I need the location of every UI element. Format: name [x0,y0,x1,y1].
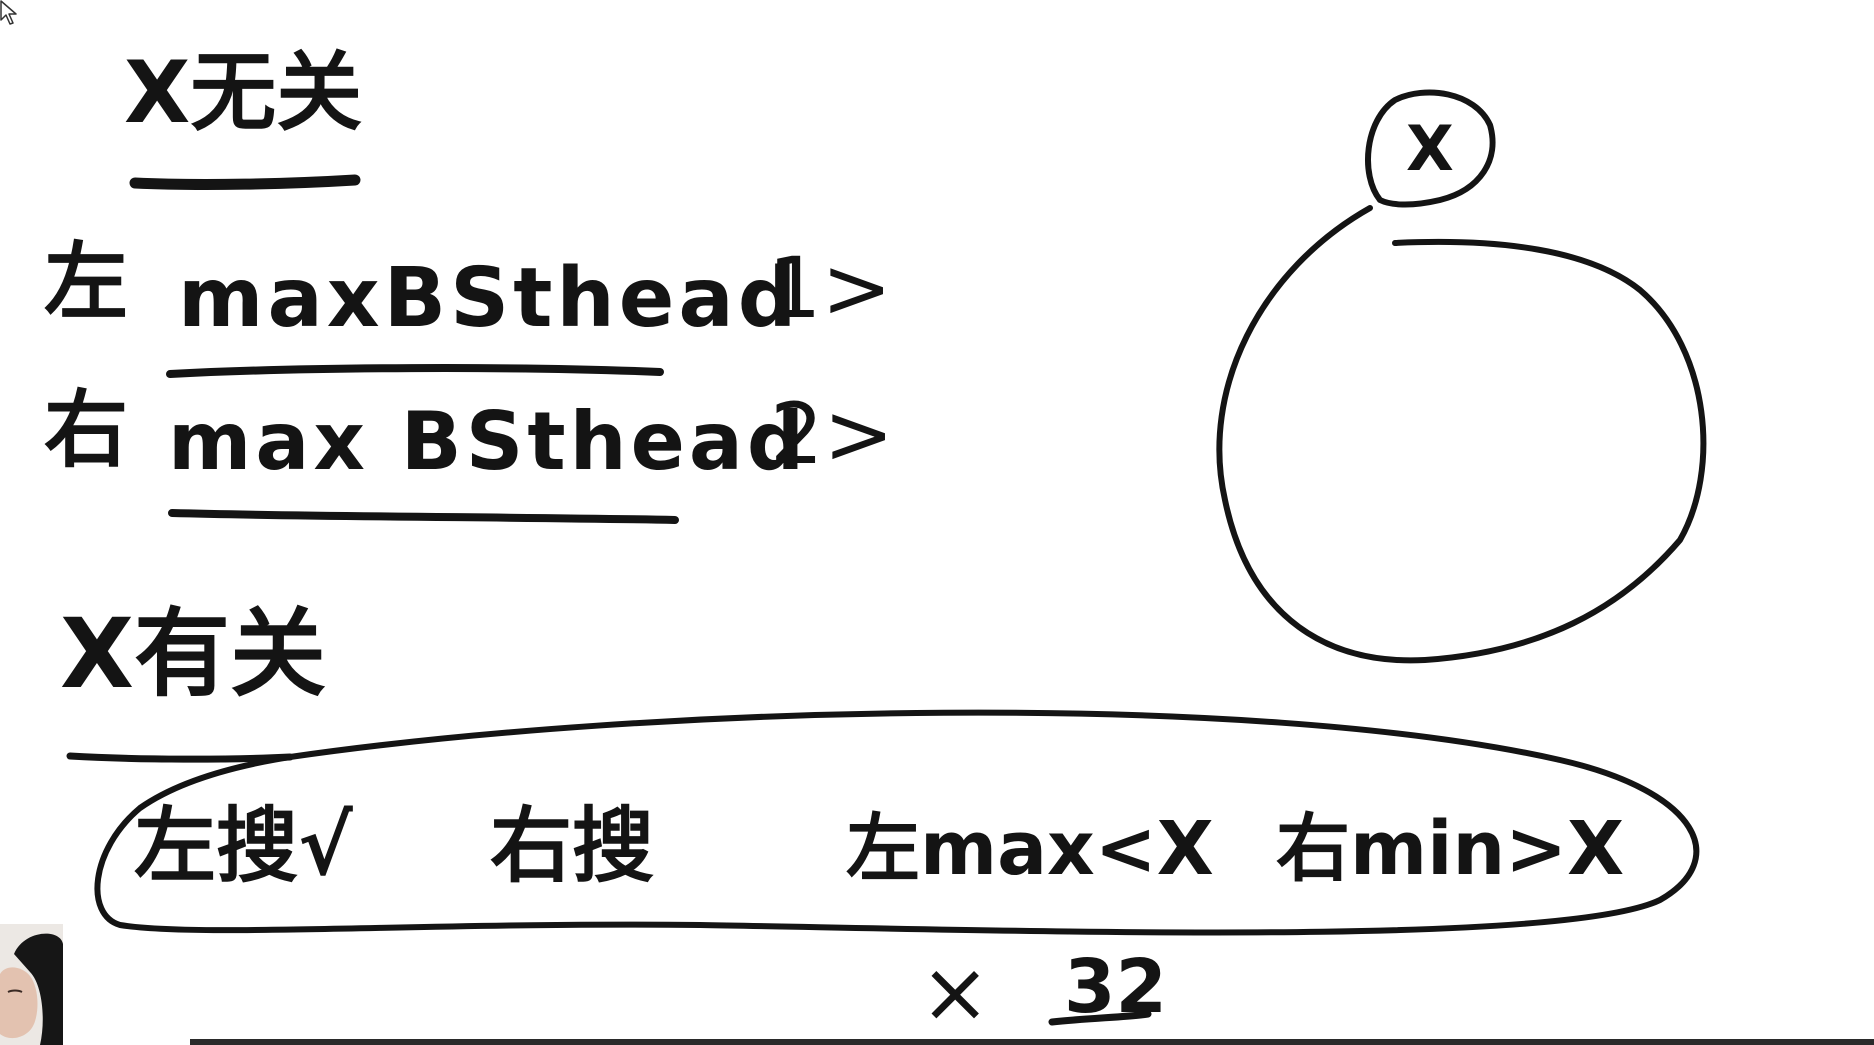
x-related-heading: X有关 [60,598,327,710]
mouse-pointer-icon [0,0,17,25]
underline-x-related [66,752,294,763]
left-max-bst-head: maxBSthead [178,251,801,346]
condition-left-max-less-x: 左max<X [846,806,1214,892]
video-progress-bar[interactable] [190,1039,1874,1045]
right-max-bst-head: max BSthead [168,395,809,488]
condition-left-search: 左搜√ [134,799,353,894]
underline-x-unrelated [129,174,361,190]
case-one-marker: 1> [768,239,892,337]
condition-right-search: 右搜 [490,799,655,894]
presenter-webcam [0,924,63,1045]
conditions-oval [94,709,1700,936]
times-sign: × [920,943,991,1041]
left-subtree-label: 左 [44,233,129,331]
multiplier-value: 32 [1064,944,1167,1030]
right-subtree-label: 右 [44,381,129,479]
presenter-face-icon [0,924,63,1045]
underline-right-expr [168,509,679,524]
tree-root-circle [1365,89,1496,208]
underline-left-expr [166,364,664,378]
case-two-marker: 2> [770,385,894,483]
condition-right-min-greater-x: 右min>X [1276,806,1625,892]
x-unrelated-heading: X无关 [124,43,363,143]
tree-root-node-label: X [1406,112,1454,185]
underline-multiplier [1048,1010,1152,1026]
tree-body-circle [1216,205,1707,664]
